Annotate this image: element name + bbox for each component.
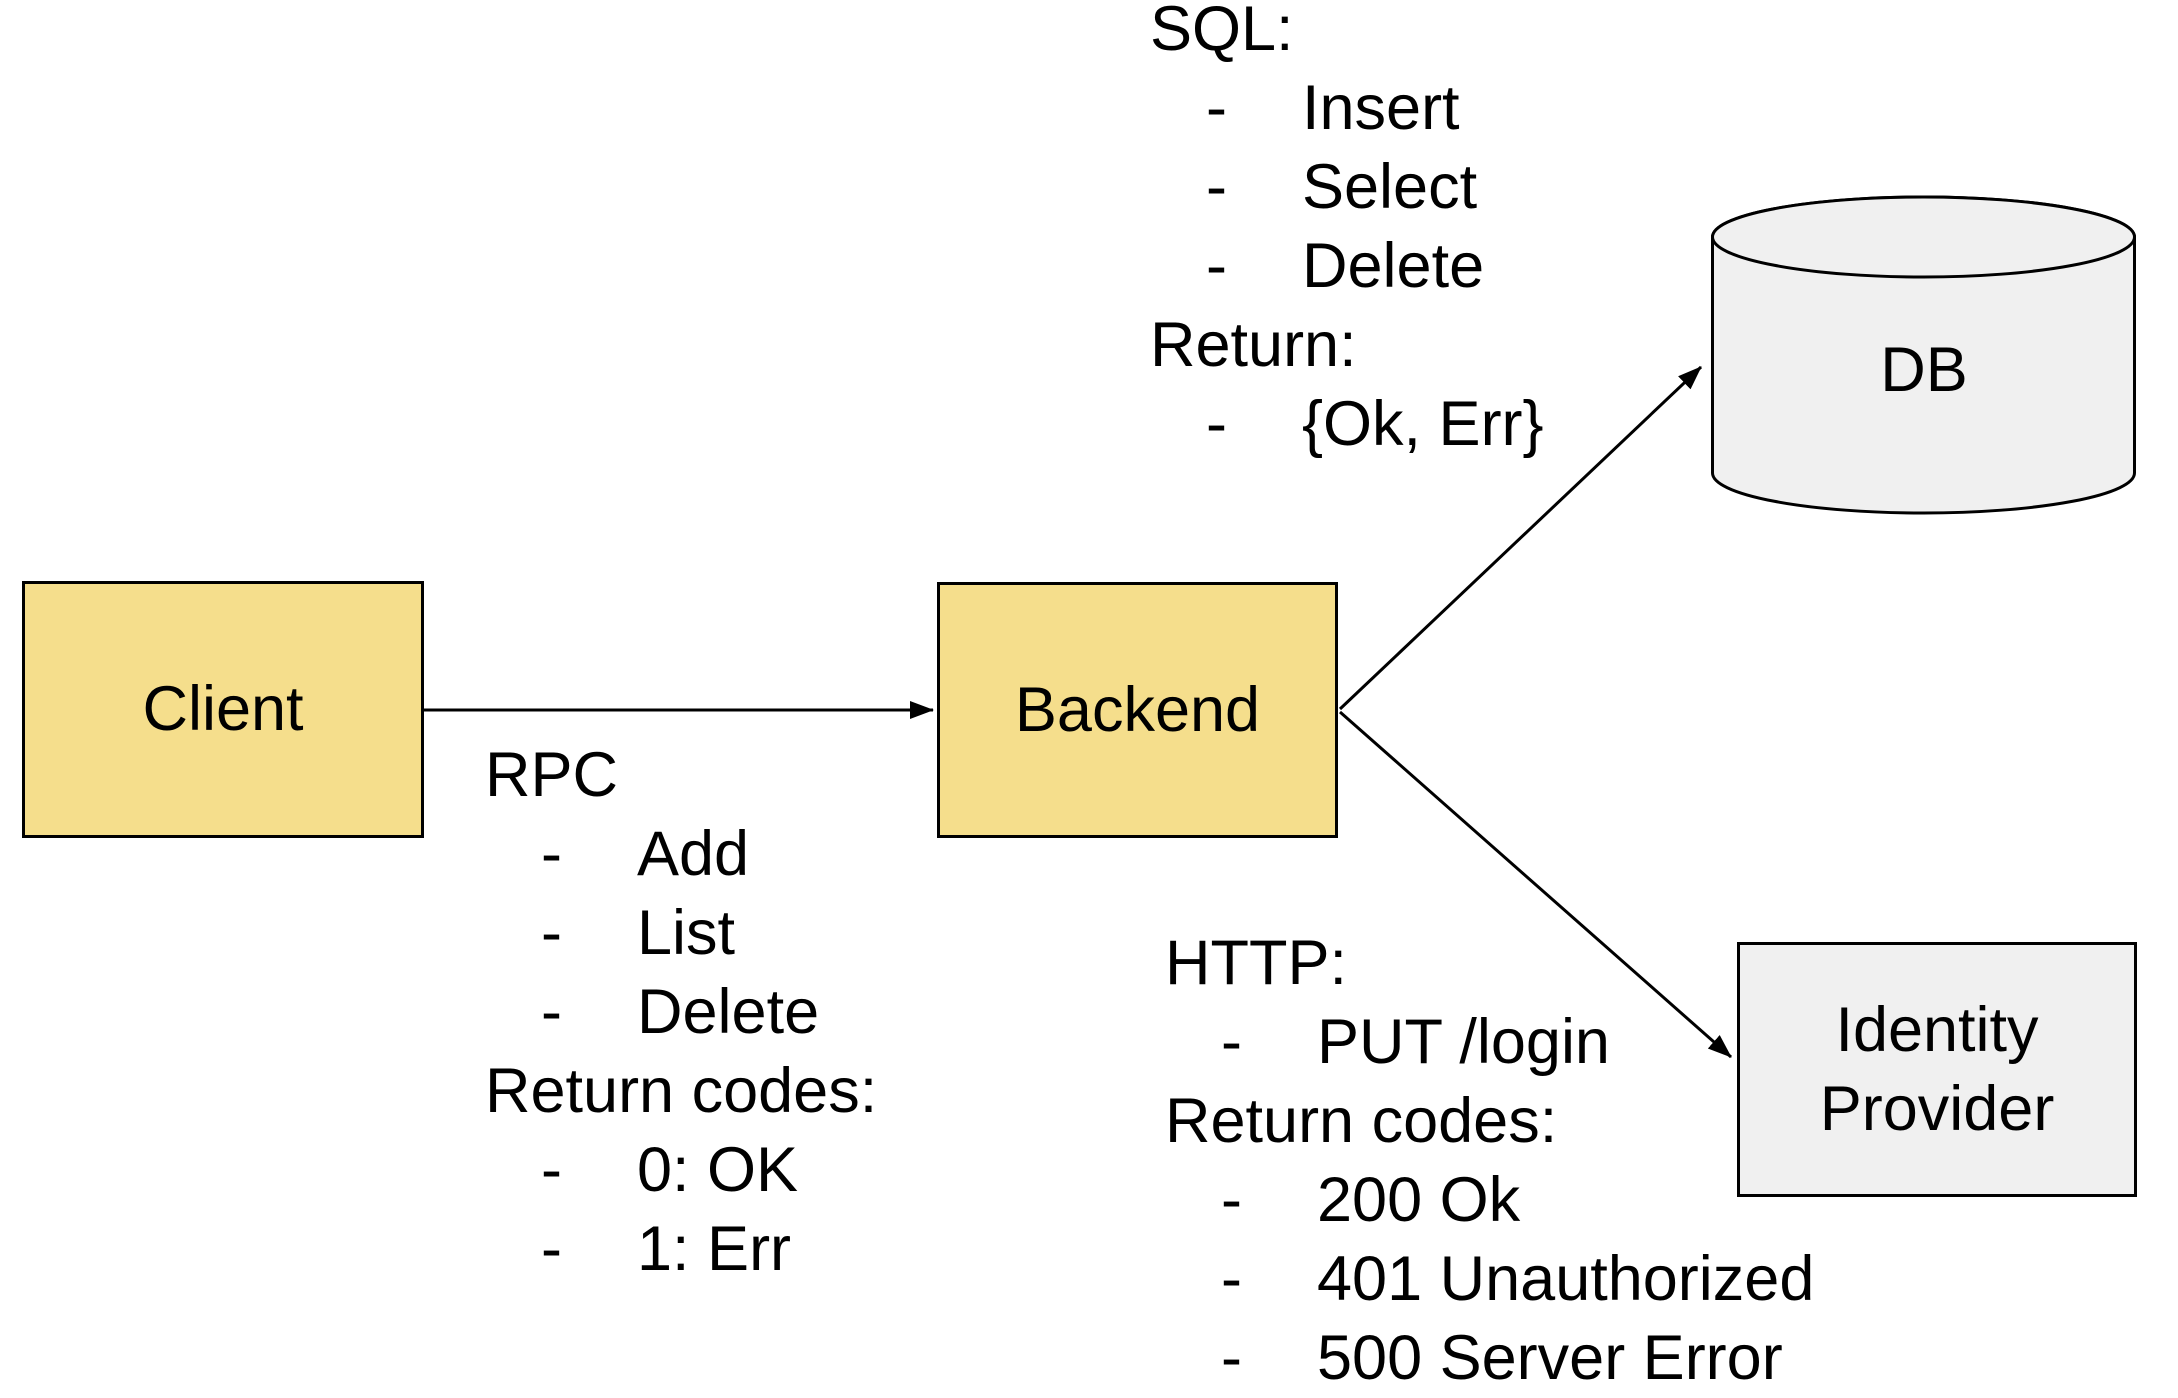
annotation-http-item-label: 401 Unauthorized bbox=[1317, 1244, 1815, 1314]
bullet-dash: - bbox=[1206, 152, 1227, 222]
annotation-sql-title: SQL: bbox=[1150, 0, 1294, 64]
bullet-dash: - bbox=[541, 1135, 562, 1205]
node-db-label: DB bbox=[1880, 335, 1968, 405]
annotation-rpc-item: - 1: Err bbox=[485, 1210, 877, 1289]
bullet-dash: - bbox=[541, 819, 562, 889]
node-identity-provider-label: Identity Provider bbox=[1819, 994, 2055, 1144]
bullet-dash: - bbox=[1221, 1007, 1242, 1077]
annotation-rpc-item-label: Add bbox=[637, 819, 750, 889]
node-backend-label: Backend bbox=[1014, 674, 1261, 745]
annotation-rpc-item-label: Delete bbox=[637, 977, 820, 1047]
node-db: DB bbox=[1710, 193, 2138, 515]
annotation-http-item-label: PUT /login bbox=[1317, 1007, 1610, 1077]
node-backend: Backend bbox=[937, 582, 1338, 838]
annotation-rpc-subtitle: Return codes: bbox=[485, 1056, 878, 1126]
bullet-dash: - bbox=[1206, 389, 1227, 459]
annotation-rpc-item: - 0: OK bbox=[485, 1131, 877, 1210]
annotation-rpc-title: RPC bbox=[485, 740, 619, 810]
annotation-rpc-item-label: 1: Err bbox=[637, 1214, 792, 1284]
annotation-http-subtitle: Return codes: bbox=[1165, 1086, 1558, 1156]
annotation-http-item: - PUT /login bbox=[1165, 1003, 1814, 1082]
annotation-rpc-item: - List bbox=[485, 894, 877, 973]
annotation-sql-item-label: Select bbox=[1302, 152, 1478, 222]
annotation-http-title: HTTP: bbox=[1165, 928, 1347, 998]
annotation-http-item-label: 200 Ok bbox=[1317, 1165, 1521, 1235]
annotation-http-item: - 500 Server Error bbox=[1165, 1319, 1814, 1398]
annotation-http-item-label: 500 Server Error bbox=[1317, 1323, 1783, 1393]
annotation-sql-item: - Select bbox=[1150, 148, 1544, 227]
annotation-rpc-item-label: 0: OK bbox=[637, 1135, 799, 1205]
node-identity-provider: Identity Provider bbox=[1737, 942, 2137, 1197]
annotation-sql-item-label: {Ok, Err} bbox=[1302, 389, 1544, 459]
annotation-rpc-item-label: List bbox=[637, 898, 736, 968]
annotation-http: HTTP: -PUT /login Return codes: -200 Ok … bbox=[1165, 924, 1814, 1398]
annotation-sql-item: - Delete bbox=[1150, 227, 1544, 306]
bullet-dash: - bbox=[541, 977, 562, 1047]
db-cylinder-icon bbox=[1711, 195, 2136, 515]
bullet-dash: - bbox=[1221, 1165, 1242, 1235]
annotation-rpc: RPC - Add - List - Delete Return codes: - 0:… bbox=[485, 736, 877, 1289]
bullet-dash: - bbox=[1221, 1244, 1242, 1314]
bullet-dash: - bbox=[1206, 231, 1227, 301]
annotation-http-item: - 200 Ok bbox=[1165, 1161, 1814, 1240]
annotation-sql-item-label: Insert bbox=[1302, 73, 1460, 143]
node-client-label: Client bbox=[142, 674, 304, 744]
annotation-sql-subtitle: Return: bbox=[1150, 310, 1357, 380]
bullet-dash: - bbox=[541, 1214, 562, 1284]
annotation-sql-item-label: Delete bbox=[1302, 231, 1485, 301]
annotation-sql-item: - Insert bbox=[1150, 69, 1544, 148]
bullet-dash: - bbox=[1206, 73, 1227, 143]
annotation-http-item: - 401 Unauthorized bbox=[1165, 1240, 1814, 1319]
annotation-sql-item: - {Ok, Err} bbox=[1150, 385, 1544, 464]
annotation-sql: SQL: - Insert - Select - Delete Return: - {O… bbox=[1150, 0, 1544, 464]
annotation-rpc-item: - Delete bbox=[485, 973, 877, 1052]
node-client: Client bbox=[22, 581, 424, 838]
bullet-dash: - bbox=[1221, 1323, 1242, 1393]
bullet-dash: - bbox=[541, 898, 562, 968]
annotation-rpc-item: - Add bbox=[485, 815, 877, 894]
